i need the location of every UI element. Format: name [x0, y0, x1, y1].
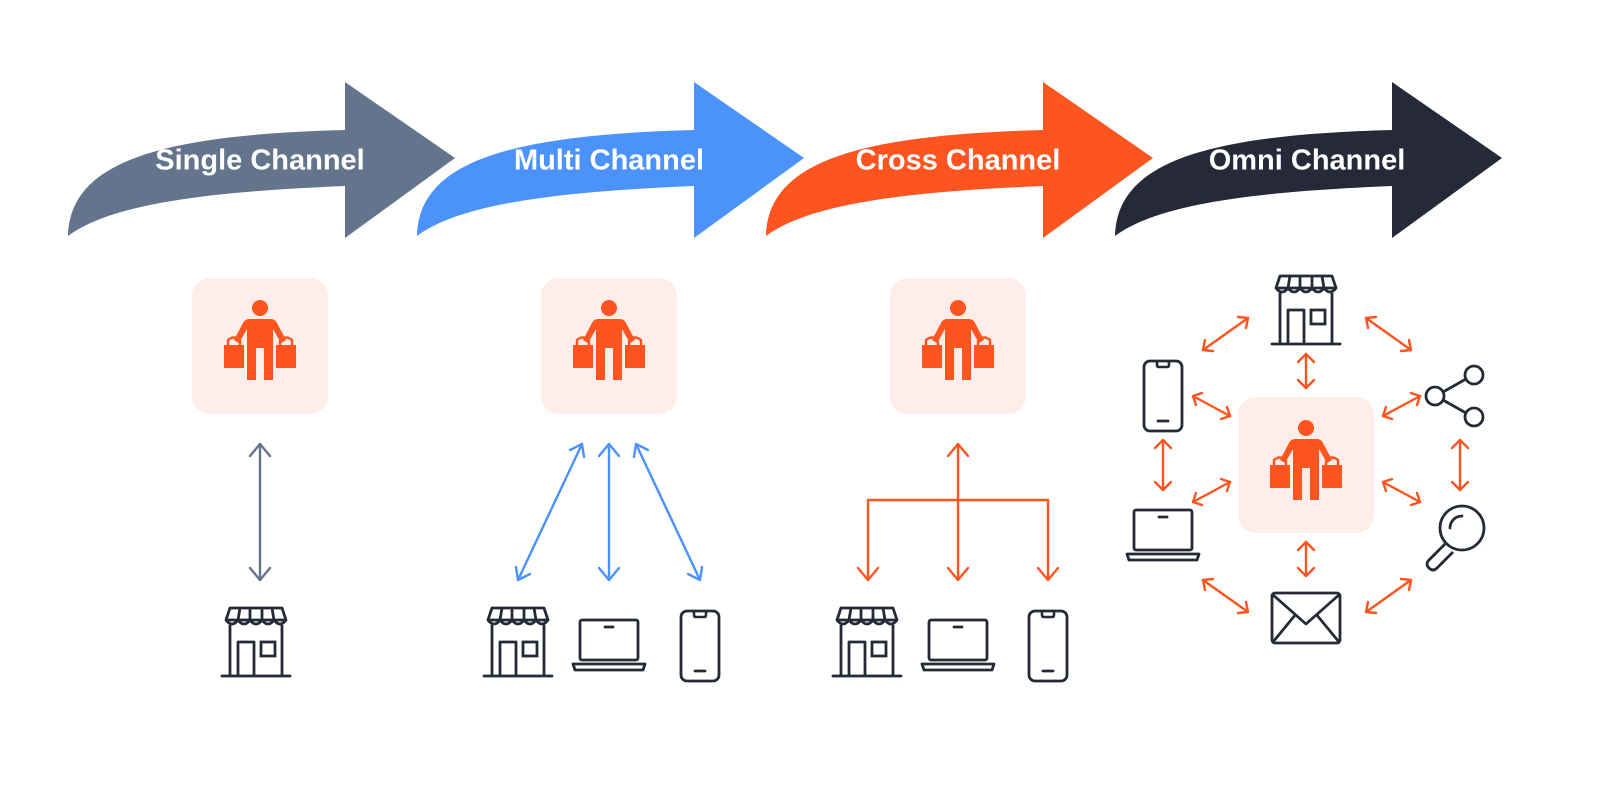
omni-channel-column [1125, 274, 1486, 645]
laptop-icon [920, 618, 996, 672]
cross-channel-column [831, 278, 1069, 683]
search-icon [1425, 504, 1486, 572]
stage-label-cross: Cross Channel [856, 145, 1061, 177]
stage-arrow-multi: Multi Channel [417, 82, 804, 238]
connection-arrows [856, 442, 1060, 582]
share-icon [1424, 364, 1485, 428]
stage-label-single: Single Channel [155, 145, 364, 177]
connection-arrows [514, 442, 704, 582]
store-icon [831, 606, 903, 678]
store-icon [482, 606, 554, 678]
stage-label-omni: Omni Channel [1209, 145, 1406, 177]
omni-connection-arrows [1153, 315, 1470, 615]
phone-icon [1142, 359, 1184, 433]
stage-arrow-cross: Cross Channel [766, 82, 1153, 238]
mail-icon [1270, 591, 1342, 645]
laptop-icon [571, 618, 647, 672]
store-icon [220, 606, 292, 678]
laptop-icon [1125, 508, 1201, 562]
stage-arrow-single: Single Channel [68, 82, 455, 238]
single-channel-column [192, 278, 328, 678]
connection-arrow [248, 442, 272, 582]
store-icon [1270, 274, 1342, 346]
stage-label-multi: Multi Channel [514, 145, 704, 177]
stage-arrow-omni: Omni Channel [1115, 82, 1502, 238]
phone-icon [1027, 609, 1069, 683]
phone-icon [679, 609, 721, 683]
multi-channel-column [482, 278, 721, 683]
